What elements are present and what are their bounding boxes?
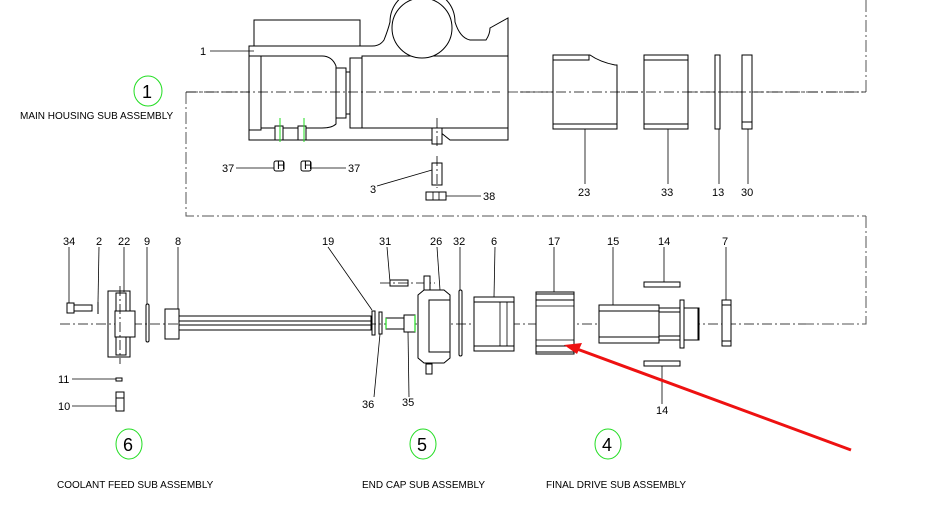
part-22[interactable] xyxy=(107,286,136,364)
part-6[interactable] xyxy=(473,296,515,352)
svg-text:H: H xyxy=(304,160,312,172)
label-part-11: 11 xyxy=(58,374,69,386)
assembly-balloon-5[interactable]: 5 xyxy=(409,428,437,460)
part-9[interactable] xyxy=(145,303,150,343)
lower-group-boundary xyxy=(806,216,867,325)
caption-coolant-feed: COOLANT FEED SUB ASSEMBLY xyxy=(57,480,214,491)
part-10[interactable] xyxy=(115,391,125,412)
part-37-a[interactable]: H xyxy=(273,160,285,172)
label-part-14-upper: 14 xyxy=(658,236,670,248)
label-part-10: 10 xyxy=(58,401,70,413)
label-part-37-a: 37 xyxy=(222,163,234,175)
label-part-15: 15 xyxy=(607,236,619,248)
part-7[interactable] xyxy=(721,299,732,347)
label-part-38: 38 xyxy=(483,191,495,203)
label-part-2: 2 xyxy=(96,236,102,248)
label-part-33: 33 xyxy=(661,187,673,199)
part-38[interactable] xyxy=(425,191,447,201)
part-11[interactable] xyxy=(115,377,123,382)
assembly-balloon-1[interactable]: 1 xyxy=(133,75,163,107)
label-part-31: 31 xyxy=(379,236,391,248)
balloon-6-number: 6 xyxy=(123,435,133,455)
leader-lines xyxy=(68,50,749,407)
part-23[interactable] xyxy=(552,54,618,130)
balloon-1-number: 1 xyxy=(142,82,152,102)
part-31[interactable] xyxy=(380,275,435,291)
caption-final-drive: FINAL DRIVE SUB ASSEMBLY xyxy=(546,480,686,491)
label-part-22: 22 xyxy=(118,236,130,248)
part-14-lower[interactable] xyxy=(643,360,681,367)
label-part-17: 17 xyxy=(548,236,560,248)
red-annotation-arrow xyxy=(564,343,852,452)
part-37-b[interactable]: H xyxy=(300,160,312,172)
svg-text:H: H xyxy=(277,160,285,172)
label-part-8: 8 xyxy=(175,236,181,248)
part-8[interactable] xyxy=(164,308,372,340)
label-part-32: 32 xyxy=(453,236,465,248)
caption-main-housing: MAIN HOUSING SUB ASSEMBLY xyxy=(20,111,174,122)
part-1-main-housing[interactable] xyxy=(248,0,509,146)
label-part-35: 35 xyxy=(402,397,414,409)
label-part-1: 1 xyxy=(200,46,206,58)
assembly-balloon-6[interactable]: 6 xyxy=(115,428,143,460)
label-part-26: 26 xyxy=(430,236,442,248)
label-part-30: 30 xyxy=(741,187,753,199)
label-part-3: 3 xyxy=(370,184,376,196)
part-35[interactable] xyxy=(385,314,416,333)
part-number-labels: 1 37 37 3 38 23 33 13 30 34 2 22 9 8 11 … xyxy=(58,46,753,417)
label-part-9: 9 xyxy=(144,236,150,248)
label-part-7: 7 xyxy=(722,236,728,248)
label-part-19: 19 xyxy=(322,236,334,248)
caption-end-cap: END CAP SUB ASSEMBLY xyxy=(362,480,485,491)
label-part-6: 6 xyxy=(491,236,497,248)
label-part-36: 36 xyxy=(362,399,374,411)
label-part-13: 13 xyxy=(712,187,724,199)
balloon-5-number: 5 xyxy=(417,435,427,455)
balloon-4-number: 4 xyxy=(602,435,612,455)
label-part-14-lower: 14 xyxy=(656,405,668,417)
part-3[interactable] xyxy=(431,156,443,188)
part-36[interactable] xyxy=(378,311,383,335)
assembly-balloon-4[interactable]: 4 xyxy=(594,428,622,460)
part-15[interactable] xyxy=(598,299,700,349)
part-14-upper[interactable] xyxy=(643,281,681,288)
part-34[interactable] xyxy=(66,302,93,314)
part-19[interactable] xyxy=(371,310,376,336)
label-part-23: 23 xyxy=(578,187,590,199)
label-part-37-b: 37 xyxy=(348,163,360,175)
part-32[interactable] xyxy=(458,289,463,357)
part-17[interactable] xyxy=(535,291,575,355)
part-26[interactable] xyxy=(417,289,451,375)
label-part-34: 34 xyxy=(63,236,75,248)
